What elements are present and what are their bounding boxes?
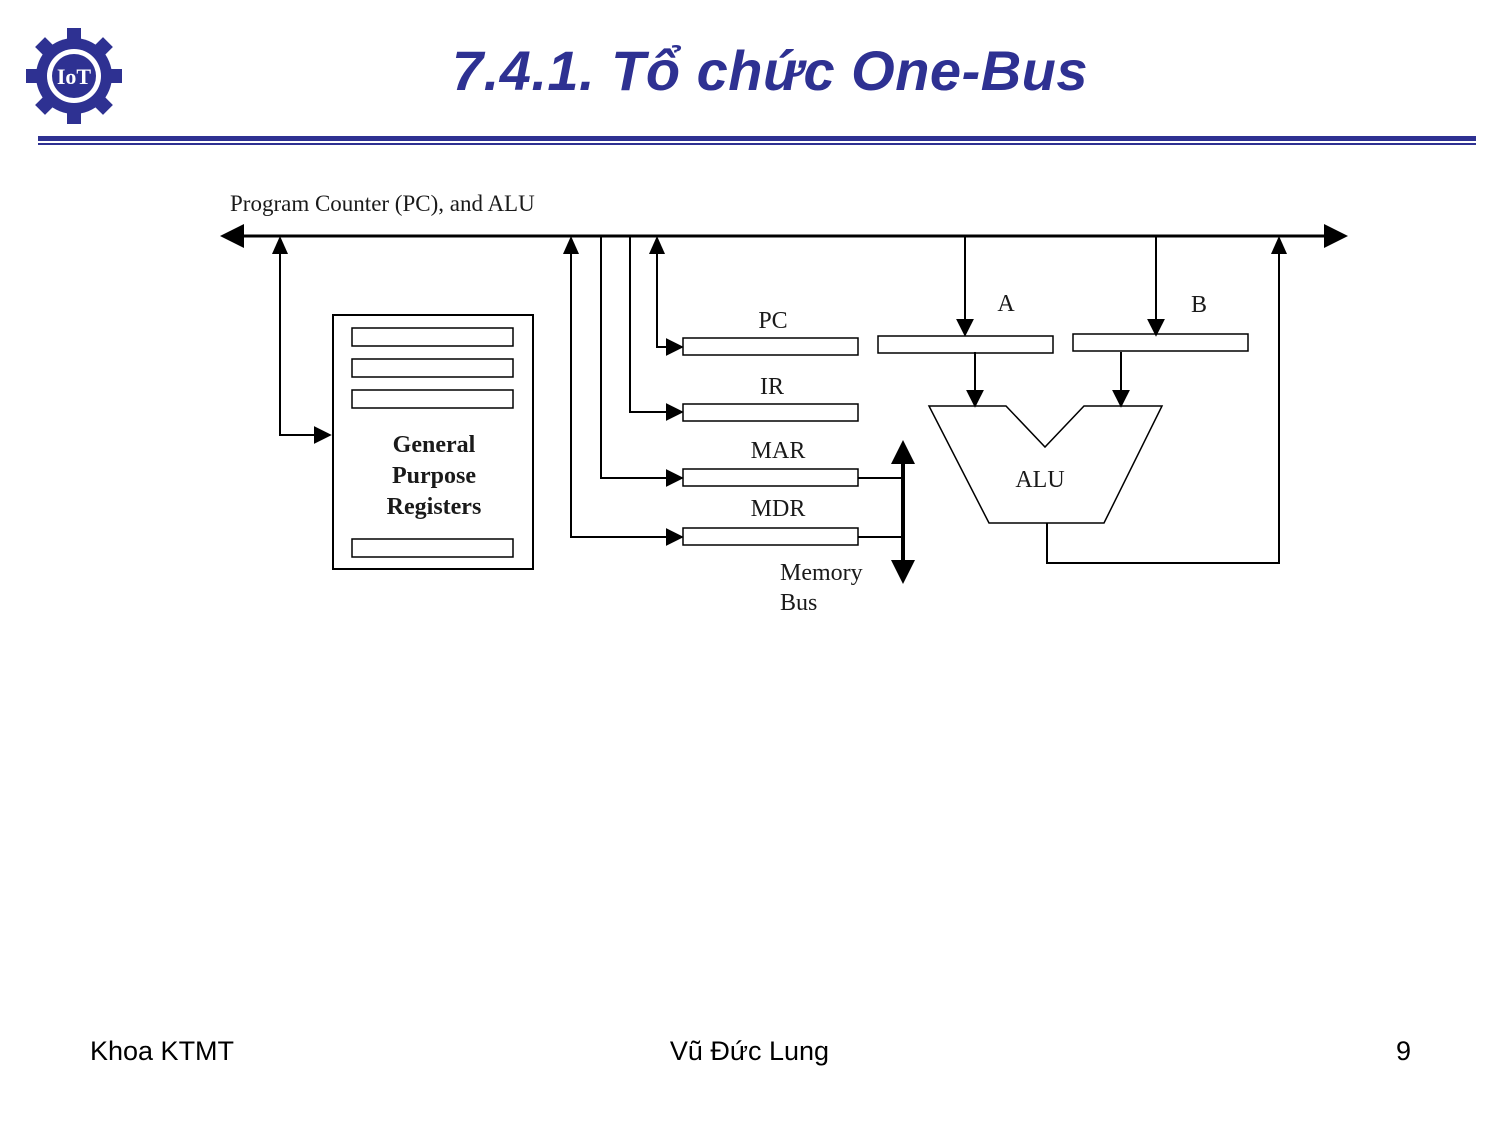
memory-bus-up-arrowhead: [891, 440, 915, 464]
a-label: A: [997, 291, 1015, 317]
ir-bus-link: [629, 236, 684, 421]
ir-label: IR: [760, 374, 784, 400]
gpr-register-1: [351, 327, 514, 347]
pc-register: [682, 337, 859, 356]
gpr-register-2: [351, 358, 514, 378]
b-register: [1072, 333, 1249, 352]
title-divider: [38, 136, 1476, 141]
alu-label: ALU: [1015, 467, 1064, 493]
bus-left-arrowhead: [220, 224, 244, 248]
gpr-register-3: [351, 389, 514, 409]
gpr-label-line-2: Purpose: [392, 463, 476, 489]
pc-bus-link: [656, 252, 684, 356]
institution-logo: IoT: [26, 28, 122, 124]
mdr-label: MDR: [751, 496, 806, 522]
alu-output-arrowhead: [1271, 236, 1287, 254]
mdr-register: [682, 527, 859, 546]
slide-title: 7.4.1. Tổ chức One-Bus: [451, 39, 1089, 102]
mar-label: MAR: [751, 438, 806, 464]
gpr-block: [332, 314, 534, 570]
logo-text: IoT: [57, 64, 92, 89]
bus-right-arrowhead: [1324, 224, 1348, 248]
gpr-up-arrowhead: [272, 236, 288, 254]
pc-up-arrowhead: [649, 236, 665, 254]
mdr-bus-link: [570, 252, 684, 546]
title-divider-thin: [38, 143, 1476, 145]
footer-author: Vũ Đức Lung: [669, 1036, 830, 1066]
gpr-register-n: [351, 538, 514, 558]
pc-label: PC: [758, 308, 787, 334]
memory-bus-label-line-2: Bus: [780, 590, 817, 616]
alu-output-link: [1046, 254, 1280, 564]
mar-bus-link: [600, 236, 684, 487]
a-register: [877, 335, 1054, 354]
gpr-label-line-1: General: [393, 432, 476, 458]
b-label: B: [1191, 292, 1207, 318]
footer-page-number: 9: [1395, 1036, 1411, 1066]
mdr-up-arrowhead: [563, 236, 579, 254]
memory-bus-label-line-1: Memory: [780, 560, 863, 586]
footer-department: Khoa KTMT: [90, 1036, 235, 1066]
bus-label: Program Counter (PC), and ALU: [230, 191, 535, 216]
alu-unit: [927, 405, 1164, 524]
memory-bus-down-arrowhead: [891, 560, 915, 584]
ir-register: [682, 403, 859, 422]
mar-register: [682, 468, 859, 487]
gpr-label-line-3: Registers: [387, 494, 482, 520]
gpr-bus-link: [279, 252, 332, 444]
